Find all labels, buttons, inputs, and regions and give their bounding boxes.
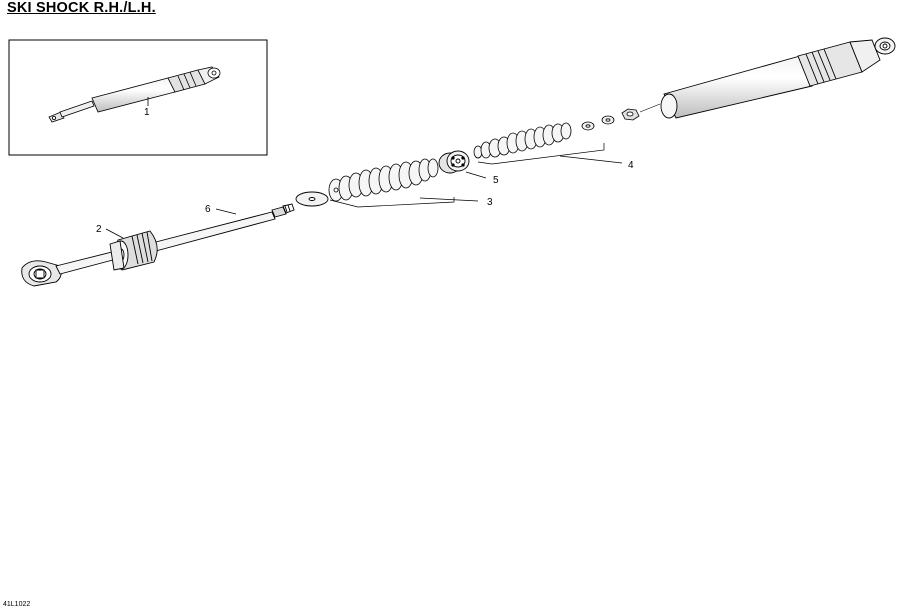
callout-5: 5 bbox=[493, 175, 499, 186]
upper-shim-stack-part-4[interactable] bbox=[473, 122, 572, 159]
callout-4: 4 bbox=[628, 160, 634, 171]
leader-line-2 bbox=[105, 228, 124, 239]
leader-line-6 bbox=[215, 208, 237, 215]
piston-part-5[interactable] bbox=[438, 150, 470, 174]
diagram-code: 41L1022 bbox=[3, 601, 31, 608]
small-washer-2[interactable] bbox=[601, 115, 615, 125]
preload-collar-part-2[interactable] bbox=[109, 230, 158, 271]
shock-cylinder[interactable] bbox=[660, 37, 896, 119]
leader-line-3 bbox=[419, 197, 479, 202]
axis-line bbox=[639, 103, 661, 113]
page-title: SKI SHOCK R.H./L.H. bbox=[7, 0, 156, 16]
leader-line-5 bbox=[465, 171, 487, 179]
assembled-shock-part-1[interactable] bbox=[48, 66, 221, 123]
rod-eye-end[interactable] bbox=[21, 260, 62, 287]
small-washer[interactable] bbox=[581, 121, 595, 131]
washer[interactable] bbox=[295, 191, 329, 207]
callout-1: 1 bbox=[144, 107, 150, 118]
leader-line-4 bbox=[559, 155, 623, 164]
bracket-4 bbox=[477, 143, 605, 165]
callout-3: 3 bbox=[487, 197, 493, 208]
inset-frame bbox=[8, 39, 268, 156]
callout-6: 6 bbox=[205, 204, 211, 215]
callout-2: 2 bbox=[96, 224, 102, 235]
lower-shim-stack-part-3[interactable] bbox=[328, 158, 439, 202]
hex-nut[interactable] bbox=[621, 108, 640, 121]
damper-rod-part-6[interactable] bbox=[55, 203, 295, 275]
